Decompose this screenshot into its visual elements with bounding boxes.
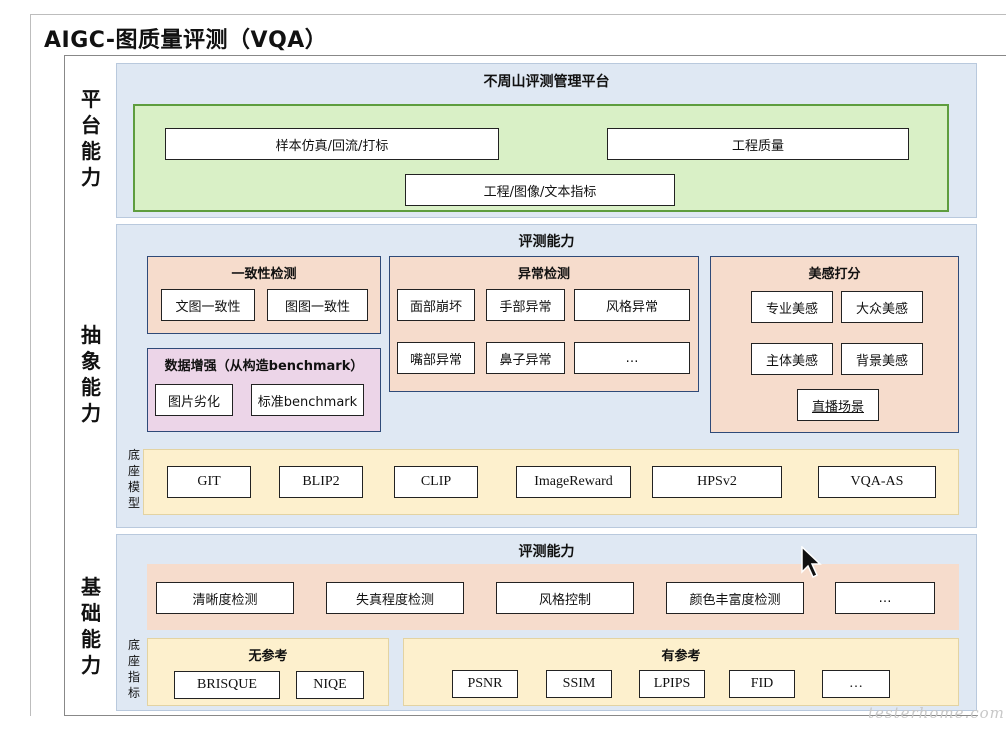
metric-niqe[interactable]: NIQE: [296, 671, 364, 699]
metric-ssim[interactable]: SSIM: [546, 670, 612, 698]
frame-bottom-rule: [64, 715, 978, 716]
base-item-clarity[interactable]: 清晰度检测: [156, 582, 294, 614]
base-band: 评测能力 清晰度检测 失真程度检测 风格控制 颜色丰富度检测 … 底座指标 无参…: [116, 534, 977, 711]
model-imagereward[interactable]: ImageReward: [516, 466, 631, 498]
no-ref-group: 无参考 BRISQUE NIQE: [147, 638, 389, 706]
anomaly-item-mouth[interactable]: 嘴部异常: [397, 342, 475, 374]
base-item-distortion[interactable]: 失真程度检测: [326, 582, 464, 614]
platform-item-metrics[interactable]: 工程/图像/文本指标: [405, 174, 675, 206]
base-capability-container: 清晰度检测 失真程度检测 风格控制 颜色丰富度检测 …: [147, 564, 959, 630]
consistency-group: 一致性检测 文图一致性 图图一致性: [147, 256, 381, 334]
anomaly-item-nose[interactable]: 鼻子异常: [486, 342, 565, 374]
ref-title: 有参考: [661, 649, 701, 664]
augment-item-degrade[interactable]: 图片劣化: [155, 384, 233, 416]
consistency-item-text-image[interactable]: 文图一致性: [161, 289, 255, 321]
base-title: 评测能力: [518, 544, 575, 560]
side-label-abstract: 抽象能力: [81, 323, 101, 425]
augment-title: 数据增强（从构造benchmark）: [164, 359, 364, 374]
platform-band: 不周山评测管理平台 样本仿真/回流/打标 工程质量 工程/图像/文本指标: [116, 63, 977, 218]
metric-more[interactable]: …: [822, 670, 890, 698]
model-vqa-as[interactable]: VQA-AS: [818, 466, 936, 498]
augment-item-benchmark[interactable]: 标准benchmark: [251, 384, 364, 416]
metrics-label: 底座指标: [127, 638, 140, 700]
side-label-base: 基础能力: [81, 575, 101, 677]
metric-brisque[interactable]: BRISQUE: [174, 671, 280, 699]
models-label: 底座模型: [127, 448, 140, 510]
ref-group: 有参考 PSNR SSIM LPIPS FID …: [403, 638, 959, 706]
aesthetic-group: 美感打分 专业美感 大众美感 主体美感 背景美感 直播场景: [710, 256, 959, 433]
metric-psnr[interactable]: PSNR: [452, 670, 518, 698]
platform-item-eng-quality[interactable]: 工程质量: [607, 128, 909, 160]
abstract-band: 评测能力 一致性检测 文图一致性 图图一致性 数据增强（从构造benchmark…: [116, 224, 977, 528]
aesthetic-item-live[interactable]: 直播场景: [797, 389, 879, 421]
anomaly-item-more[interactable]: …: [574, 342, 690, 374]
title-underline: [64, 55, 1006, 56]
no-ref-title: 无参考: [248, 649, 288, 664]
platform-container: 样本仿真/回流/打标 工程质量 工程/图像/文本指标: [133, 104, 949, 212]
aesthetic-title: 美感打分: [808, 267, 861, 282]
left-rule: [30, 14, 31, 716]
mouse-pointer-icon: [800, 545, 824, 584]
abstract-title: 评测能力: [518, 234, 575, 250]
page-title: AIGC-图质量评测（VQA）: [44, 28, 328, 53]
platform-item-sample-sim[interactable]: 样本仿真/回流/打标: [165, 128, 499, 160]
anomaly-item-style[interactable]: 风格异常: [574, 289, 690, 321]
top-rule: [30, 14, 1006, 15]
anomaly-group: 异常检测 面部崩坏 手部异常 风格异常 嘴部异常 鼻子异常 …: [389, 256, 699, 392]
aesthetic-item-professional[interactable]: 专业美感: [751, 291, 833, 323]
base-item-color[interactable]: 颜色丰富度检测: [666, 582, 804, 614]
platform-title: 不周山评测管理平台: [483, 74, 610, 90]
metric-fid[interactable]: FID: [729, 670, 795, 698]
aesthetic-item-subject[interactable]: 主体美感: [751, 343, 833, 375]
frame-left-rule: [64, 55, 65, 716]
aesthetic-item-public[interactable]: 大众美感: [841, 291, 923, 323]
anomaly-item-face[interactable]: 面部崩坏: [397, 289, 475, 321]
aesthetic-item-background[interactable]: 背景美感: [841, 343, 923, 375]
anomaly-title: 异常检测: [517, 267, 570, 282]
metric-lpips[interactable]: LPIPS: [639, 670, 705, 698]
watermark: testerhome.com: [868, 704, 1005, 722]
side-label-platform: 平台能力: [81, 87, 101, 189]
model-git[interactable]: GIT: [167, 466, 251, 498]
augment-group: 数据增强（从构造benchmark） 图片劣化 标准benchmark: [147, 348, 381, 432]
model-clip[interactable]: CLIP: [394, 466, 478, 498]
models-container: GIT BLIP2 CLIP ImageReward HPSv2 VQA-AS: [143, 449, 959, 515]
model-hpsv2[interactable]: HPSv2: [652, 466, 782, 498]
base-item-style[interactable]: 风格控制: [496, 582, 634, 614]
consistency-title: 一致性检测: [231, 267, 297, 282]
anomaly-item-hand[interactable]: 手部异常: [486, 289, 565, 321]
model-blip2[interactable]: BLIP2: [279, 466, 363, 498]
consistency-item-image-image[interactable]: 图图一致性: [267, 289, 368, 321]
base-item-more[interactable]: …: [835, 582, 935, 614]
